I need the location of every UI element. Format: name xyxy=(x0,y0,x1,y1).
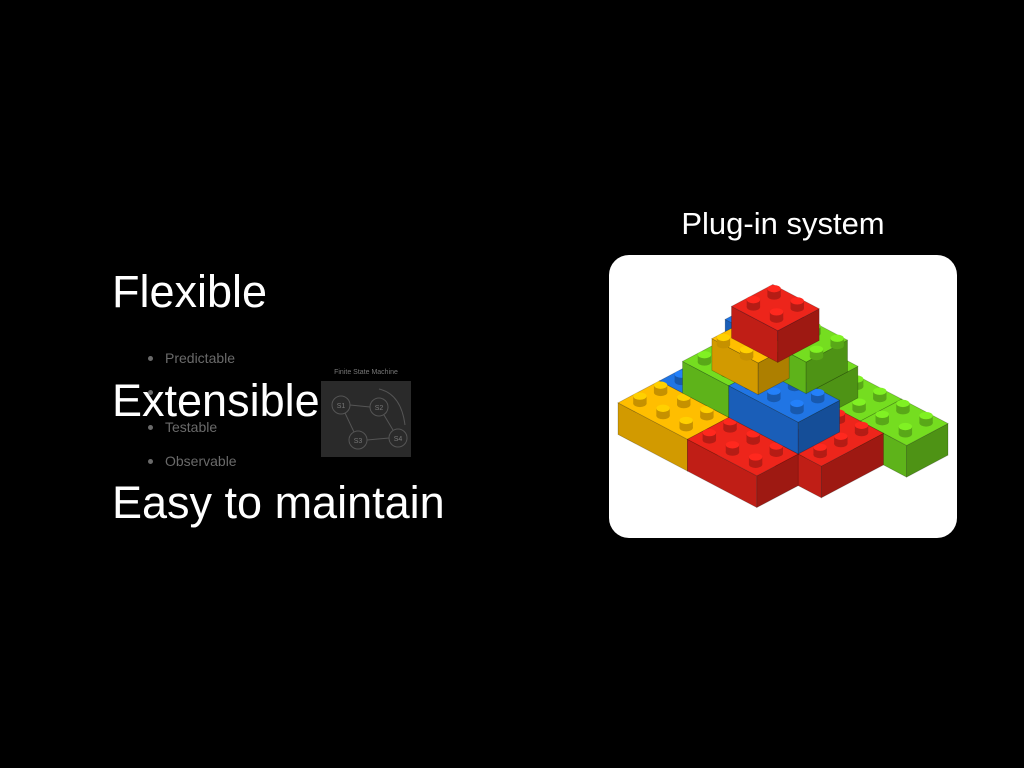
lego-image-card xyxy=(609,255,957,538)
lego-stud xyxy=(852,398,866,414)
lego-stud xyxy=(723,418,737,433)
lego-stud xyxy=(656,404,670,420)
lego-stud xyxy=(811,388,825,404)
lego-stud xyxy=(873,387,887,403)
lego-stud xyxy=(790,297,804,312)
lego-stud xyxy=(767,285,781,300)
lego-stud xyxy=(769,442,783,458)
fsm-diagram: S1 S2 S3 S4 xyxy=(321,381,411,457)
lego-stud xyxy=(896,399,910,415)
lego-stud xyxy=(769,308,784,323)
lego-stud xyxy=(790,399,804,415)
fsm-title: Finite State Machine xyxy=(334,369,398,376)
lego-stud xyxy=(830,334,844,350)
lego-pyramid-group xyxy=(617,284,949,509)
lego-stud xyxy=(898,422,913,438)
lego-stud xyxy=(653,381,668,397)
plugin-system-label: Plug-in system xyxy=(681,206,885,241)
ghost-bullet-hidden xyxy=(148,383,237,417)
lego-stud xyxy=(748,453,763,468)
lego-stud xyxy=(834,432,848,448)
fsm-label-s4: S4 xyxy=(394,436,403,443)
ghost-bullet-testable: Testable xyxy=(148,418,237,452)
lego-stud xyxy=(700,405,714,421)
point-extensible: Extensible xyxy=(112,375,320,426)
lego-stud xyxy=(739,345,754,361)
lego-stud xyxy=(679,416,693,432)
lego-stud xyxy=(677,393,691,409)
fsm-label-s1: S1 xyxy=(337,403,346,410)
fsm-thumbnail: S1 S2 S3 S4 Finite State Machine xyxy=(321,369,411,457)
lego-stud xyxy=(875,410,889,426)
lego-stud xyxy=(725,441,740,456)
point-easy-to-maintain: Easy to maintain xyxy=(112,477,445,528)
fsm-label-s2: S2 xyxy=(375,405,384,412)
fsm-label-s3: S3 xyxy=(354,438,363,445)
lego-stud xyxy=(813,443,827,459)
lego-stud xyxy=(919,411,933,427)
lego-stud xyxy=(746,296,761,311)
lego-stud xyxy=(633,392,647,408)
lego-pyramid-icon xyxy=(617,284,949,509)
lego-stud xyxy=(854,421,869,437)
lego-stud xyxy=(716,333,731,349)
ghost-bullet-predictable: Predictable xyxy=(148,349,237,383)
lego-stud xyxy=(697,351,712,366)
lego-stud xyxy=(746,430,760,445)
lego-stud xyxy=(809,345,824,361)
lego-stud xyxy=(702,429,717,444)
ghost-bullet-observable: Observable xyxy=(148,452,237,486)
point-flexible: Flexible xyxy=(112,266,268,317)
ghost-bullet-list: Predictable Testable Observable xyxy=(148,349,237,486)
lego-stud xyxy=(767,387,781,403)
